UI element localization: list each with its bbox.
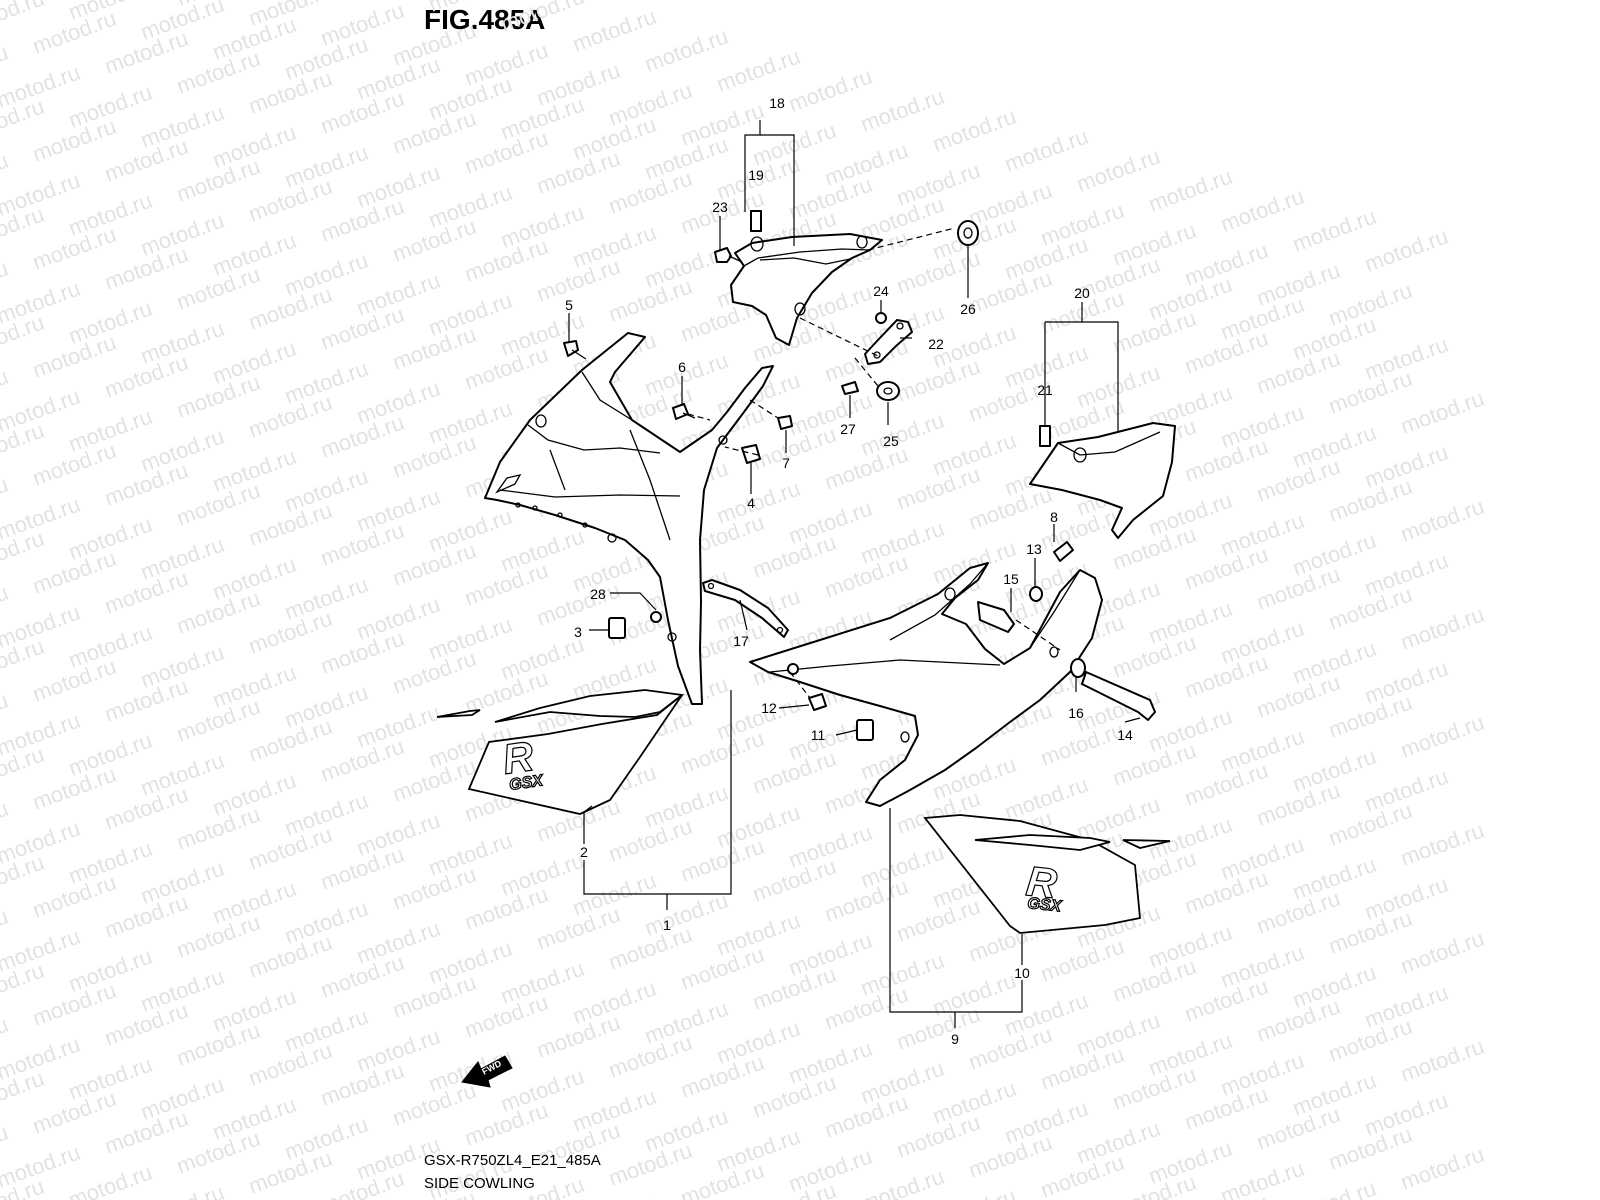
callout-9: 9: [951, 1031, 959, 1047]
front-decal-gsx-logo: GSX: [508, 772, 545, 794]
front-decal: R GSX: [436, 689, 685, 815]
watermark-text: motod.ru: [857, 84, 947, 137]
watermark-text: motod.ru: [65, 1160, 155, 1200]
watermark-text: motod.ru: [929, 104, 1019, 157]
upper-bracket: [864, 319, 913, 365]
callout-17: 17: [733, 633, 749, 649]
callout-1: 1: [663, 917, 671, 933]
watermark-text: motod.ru: [1073, 144, 1163, 197]
callout-11: 11: [811, 727, 826, 743]
callout-5: 5: [565, 297, 573, 313]
callout-6: 6: [678, 359, 686, 375]
watermark-text: motod.ru: [569, 4, 659, 57]
watermark-text: motod.ru: [785, 64, 875, 117]
watermark-text: motod.ru: [1397, 818, 1487, 871]
callout-20: 20: [1074, 285, 1090, 301]
callout-25: 25: [883, 433, 899, 449]
callout-8: 8: [1050, 509, 1058, 525]
callout-14: 14: [1117, 727, 1133, 743]
front-side-cowling: [484, 332, 774, 705]
rear-under-cowling: [749, 562, 1103, 807]
callout-16: 16: [1068, 705, 1084, 721]
upper-inner-panel: [730, 233, 883, 346]
callout-28: 28: [590, 586, 606, 602]
rear-decal-r-logo: R: [1024, 857, 1060, 907]
callout-24: 24: [873, 283, 889, 299]
watermark-text: motod.ru: [1289, 204, 1379, 257]
callout-3: 3: [574, 624, 582, 640]
right-upper-panel: [1029, 422, 1176, 539]
callout-2: 2: [580, 844, 588, 860]
watermark-text: motod.ru: [1397, 494, 1487, 547]
watermark-text: motod.ru: [857, 1164, 947, 1200]
watermark-text: motod.ru: [713, 44, 803, 97]
watermark-text: motod.ru: [1397, 602, 1487, 655]
watermark-text: motod.ru: [1397, 926, 1487, 979]
callout-27: 27: [840, 421, 856, 437]
stay-bracket: [702, 579, 789, 638]
rear-decal: R GSX: [923, 814, 1171, 934]
watermark-text: motod.ru: [1397, 1142, 1487, 1195]
watermark-text: motod.ru: [1361, 224, 1451, 277]
leader-lines: [568, 120, 1141, 1028]
model-code: GSX-R750ZL4_E21_485A: [424, 1152, 601, 1169]
rear-decal-gsx-logo: GSX: [1027, 895, 1064, 916]
watermark-text: motod.ru: [1397, 710, 1487, 763]
callout-10: 10: [1014, 965, 1030, 981]
callout-22: 22: [928, 336, 944, 352]
front-decal-r-logo: R: [500, 732, 537, 783]
watermark-text: motod.ru: [1397, 1034, 1487, 1087]
callout-12: 12: [761, 700, 777, 716]
callout-18: 18: [769, 95, 785, 111]
hardware-parts: [563, 210, 1156, 741]
watermark-text: motod.ru: [1217, 184, 1307, 237]
figure-title: FIG.485A: [424, 4, 546, 35]
section-name: SIDE COWLING: [424, 1175, 535, 1192]
watermark-text: motod.ru: [641, 24, 731, 77]
watermark-text: motod.ru: [1001, 124, 1091, 177]
callout-7: 7: [782, 455, 790, 471]
callout-26: 26: [960, 301, 976, 317]
callout-15: 15: [1003, 571, 1019, 587]
watermark-text: motod.ru: [1397, 386, 1487, 439]
callout-23: 23: [712, 199, 728, 215]
callout-4: 4: [747, 495, 755, 511]
callout-labels: 1 2 3 4 5 6 7 8 9 10 11 12 13 14 15 16 1…: [565, 95, 1133, 1047]
callout-21: 21: [1037, 382, 1053, 398]
watermark-text: motod.ru: [1145, 164, 1235, 217]
callout-19: 19: [748, 167, 764, 183]
callout-13: 13: [1026, 541, 1042, 557]
assembly-lines: [687, 227, 1061, 699]
